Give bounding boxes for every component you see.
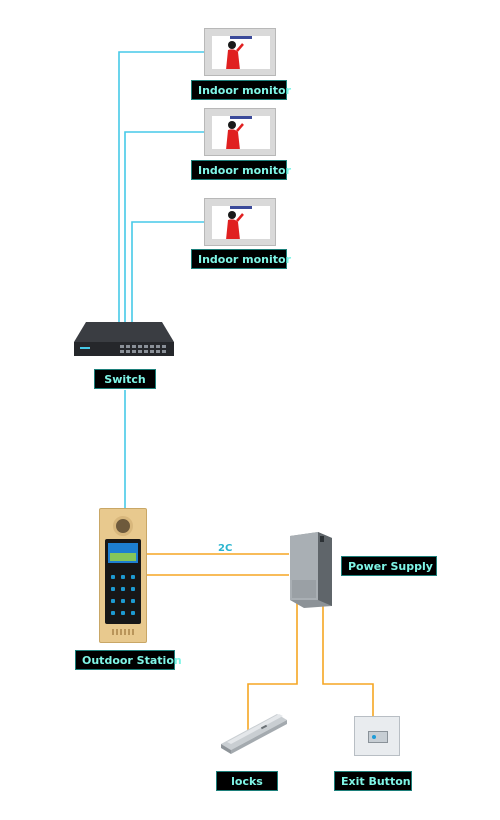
- exit-button-label: Exit Button: [334, 771, 412, 791]
- switch-label: Switch: [94, 369, 156, 389]
- display-screen: [108, 543, 138, 563]
- power-wire-lock: [247, 596, 298, 740]
- camera-icon: [113, 516, 133, 536]
- indoor-monitor-2-image: [204, 108, 276, 156]
- outdoor-station-image: [99, 508, 147, 643]
- power-supply-image: [290, 532, 332, 608]
- indoor-monitor-3-image: [204, 198, 276, 246]
- power-wire-exit-button: [322, 606, 374, 716]
- network-wire-monitor-3: [131, 221, 206, 322]
- indoor-monitor-1-label: Indoor monitor: [191, 80, 291, 100]
- speaker-grill: [112, 629, 134, 635]
- network-switch-image: [74, 322, 174, 356]
- power-supply-label: Power Supply: [341, 556, 437, 576]
- indoor-monitor-1-image: [204, 28, 276, 76]
- network-wire-monitor-2: [124, 131, 206, 322]
- locks-label: locks: [216, 771, 278, 791]
- exit-button-image: [354, 716, 400, 756]
- indoor-monitor-3-label: Indoor monitor: [191, 249, 291, 269]
- push-button-icon: [368, 731, 388, 743]
- indoor-monitor-2-label: Indoor monitor: [191, 160, 291, 180]
- wire-label-2c: 2C: [218, 543, 233, 554]
- magnetic-lock-image: [221, 714, 287, 754]
- network-wire-monitor-1: [118, 51, 206, 322]
- outdoor-station-label: Outdoor Station: [75, 650, 182, 670]
